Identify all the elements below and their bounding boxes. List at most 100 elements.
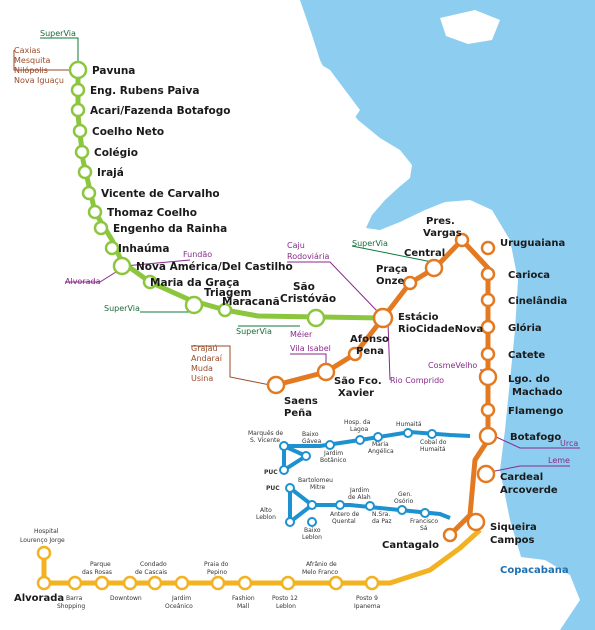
station-engenho[interactable]: [93, 220, 109, 236]
label-maracana: Maracanã: [222, 296, 280, 308]
label-cobal-1: Cobal do: [420, 439, 447, 446]
station-gloria[interactable]: [480, 319, 496, 335]
station-baixo-gavea[interactable]: [301, 451, 311, 461]
station-downtown[interactable]: [122, 575, 138, 591]
station-lgo-machado[interactable]: [478, 367, 498, 387]
station-puc-2[interactable]: [285, 483, 295, 493]
label-mang-2: Angélica: [368, 448, 394, 455]
label-cardeal-1: Cardeal: [500, 472, 543, 483]
label-afranio-2: Melo Franco: [302, 569, 338, 576]
station-maria-graca[interactable]: [142, 274, 158, 290]
station-carioca[interactable]: [480, 266, 496, 282]
station-vicente[interactable]: [81, 185, 97, 201]
station-pavuna[interactable]: [68, 60, 88, 80]
label-gloria: Glória: [508, 322, 542, 334]
label-bgavea-2: Gávea: [302, 438, 322, 445]
station-thomaz[interactable]: [87, 204, 103, 220]
station-antero[interactable]: [335, 500, 345, 510]
station-cinelandia[interactable]: [480, 292, 496, 308]
label-bart-2: Mitre: [310, 484, 326, 491]
label-parque-1: Parque: [90, 561, 111, 568]
station-marques[interactable]: [279, 441, 289, 451]
station-cobal[interactable]: [427, 429, 437, 439]
label-saens-1: Saens: [284, 396, 318, 407]
station-afonso-pena[interactable]: [347, 346, 363, 362]
label-flamengo: Flamengo: [508, 406, 563, 417]
station-estacio[interactable]: [372, 307, 394, 329]
label-praca-2: Onze: [376, 276, 404, 287]
station-flamengo[interactable]: [480, 402, 496, 418]
station-jardim-alah[interactable]: [365, 501, 375, 511]
station-sao-cristovao[interactable]: [306, 308, 326, 328]
conn-leader-caju: [287, 261, 379, 313]
station-humaita[interactable]: [403, 428, 413, 438]
station-nova-america[interactable]: [112, 256, 132, 276]
label-siqueira-1: Siqueira: [490, 522, 537, 533]
station-jardim-botanico[interactable]: [325, 440, 335, 450]
puc-loop-lower: [288, 483, 316, 527]
station-francisco-sa[interactable]: [420, 508, 430, 518]
station-praia-pepino[interactable]: [210, 575, 226, 591]
label-uruguaiana: Uruguaiana: [500, 238, 565, 249]
station-cardeal[interactable]: [476, 464, 496, 484]
label-lgo-1: Lgo. do: [508, 374, 550, 385]
station-central[interactable]: [424, 258, 444, 278]
station-barra-shopping[interactable]: [67, 575, 83, 591]
station-maria-angelica[interactable]: [373, 432, 383, 442]
station-alvorada[interactable]: [36, 575, 52, 591]
label-rodoviaria: Rodoviária: [287, 252, 329, 261]
station-acari[interactable]: [70, 102, 86, 118]
station-cantagalo[interactable]: [442, 527, 458, 543]
label-colegio: Colégio: [94, 147, 138, 159]
station-botafogo[interactable]: [478, 426, 498, 446]
station-posto12[interactable]: [280, 575, 296, 591]
station-colegio[interactable]: [74, 144, 90, 160]
bay-island: [355, 145, 405, 176]
label-jbot-1: Jardim: [323, 450, 343, 457]
station-uruguaiana[interactable]: [480, 240, 496, 256]
station-hosp-lagoa[interactable]: [355, 435, 365, 445]
copacabana-beach: [505, 555, 580, 630]
label-catete: Catete: [508, 350, 545, 361]
label-sc-1: São: [293, 281, 315, 293]
label-bleblon-2: Leblon: [302, 534, 322, 541]
station-hospital[interactable]: [36, 545, 52, 561]
station-baixo-leblon[interactable]: [307, 517, 317, 527]
station-alto-leblon[interactable]: [285, 517, 295, 527]
label-jalah-2: de Alah: [348, 494, 371, 501]
station-coelho-neto[interactable]: [72, 123, 88, 139]
station-puc-1[interactable]: [279, 465, 289, 475]
station-rubens[interactable]: [70, 82, 86, 98]
label-downtown: Downtown: [110, 595, 142, 602]
station-maracana[interactable]: [217, 302, 233, 318]
label-jalah-1: Jardim: [349, 487, 369, 494]
station-bartolomeu[interactable]: [307, 500, 317, 510]
station-jardim-oceanico[interactable]: [174, 575, 190, 591]
station-condado[interactable]: [147, 575, 163, 591]
station-inhauma[interactable]: [104, 240, 120, 256]
station-pres-vargas[interactable]: [454, 232, 470, 248]
label-puc-1: PUC: [264, 469, 278, 476]
station-gen-osorio[interactable]: [397, 505, 407, 515]
station-catete[interactable]: [480, 346, 496, 362]
station-parque-rosas[interactable]: [94, 575, 110, 591]
label-fundao: Fundão: [183, 250, 212, 259]
label-botafogo: Botafogo: [510, 432, 561, 443]
station-praca-onze[interactable]: [402, 275, 418, 291]
label-pavuna: Pavuna: [92, 65, 135, 77]
label-alvorada-conn: Alvorada: [65, 277, 101, 286]
label-sc-2: Cristóvão: [280, 293, 336, 305]
station-iraja[interactable]: [77, 164, 93, 180]
station-sao-fco-xavier[interactable]: [316, 362, 336, 382]
label-maria: Maria da Graça: [150, 277, 240, 289]
label-praca-1: Praça: [376, 264, 408, 275]
label-cosme-velho: CosmeVelho: [428, 361, 477, 370]
station-fashion-mall[interactable]: [237, 575, 253, 591]
station-saens-pena[interactable]: [266, 375, 286, 395]
station-afranio[interactable]: [328, 575, 344, 591]
station-posto9[interactable]: [364, 575, 380, 591]
station-siqueira[interactable]: [466, 512, 486, 532]
station-triagem[interactable]: [184, 295, 204, 315]
label-jardim-oc-1: Jardim: [171, 595, 191, 602]
label-cobal-2: Humaitá: [420, 446, 446, 453]
